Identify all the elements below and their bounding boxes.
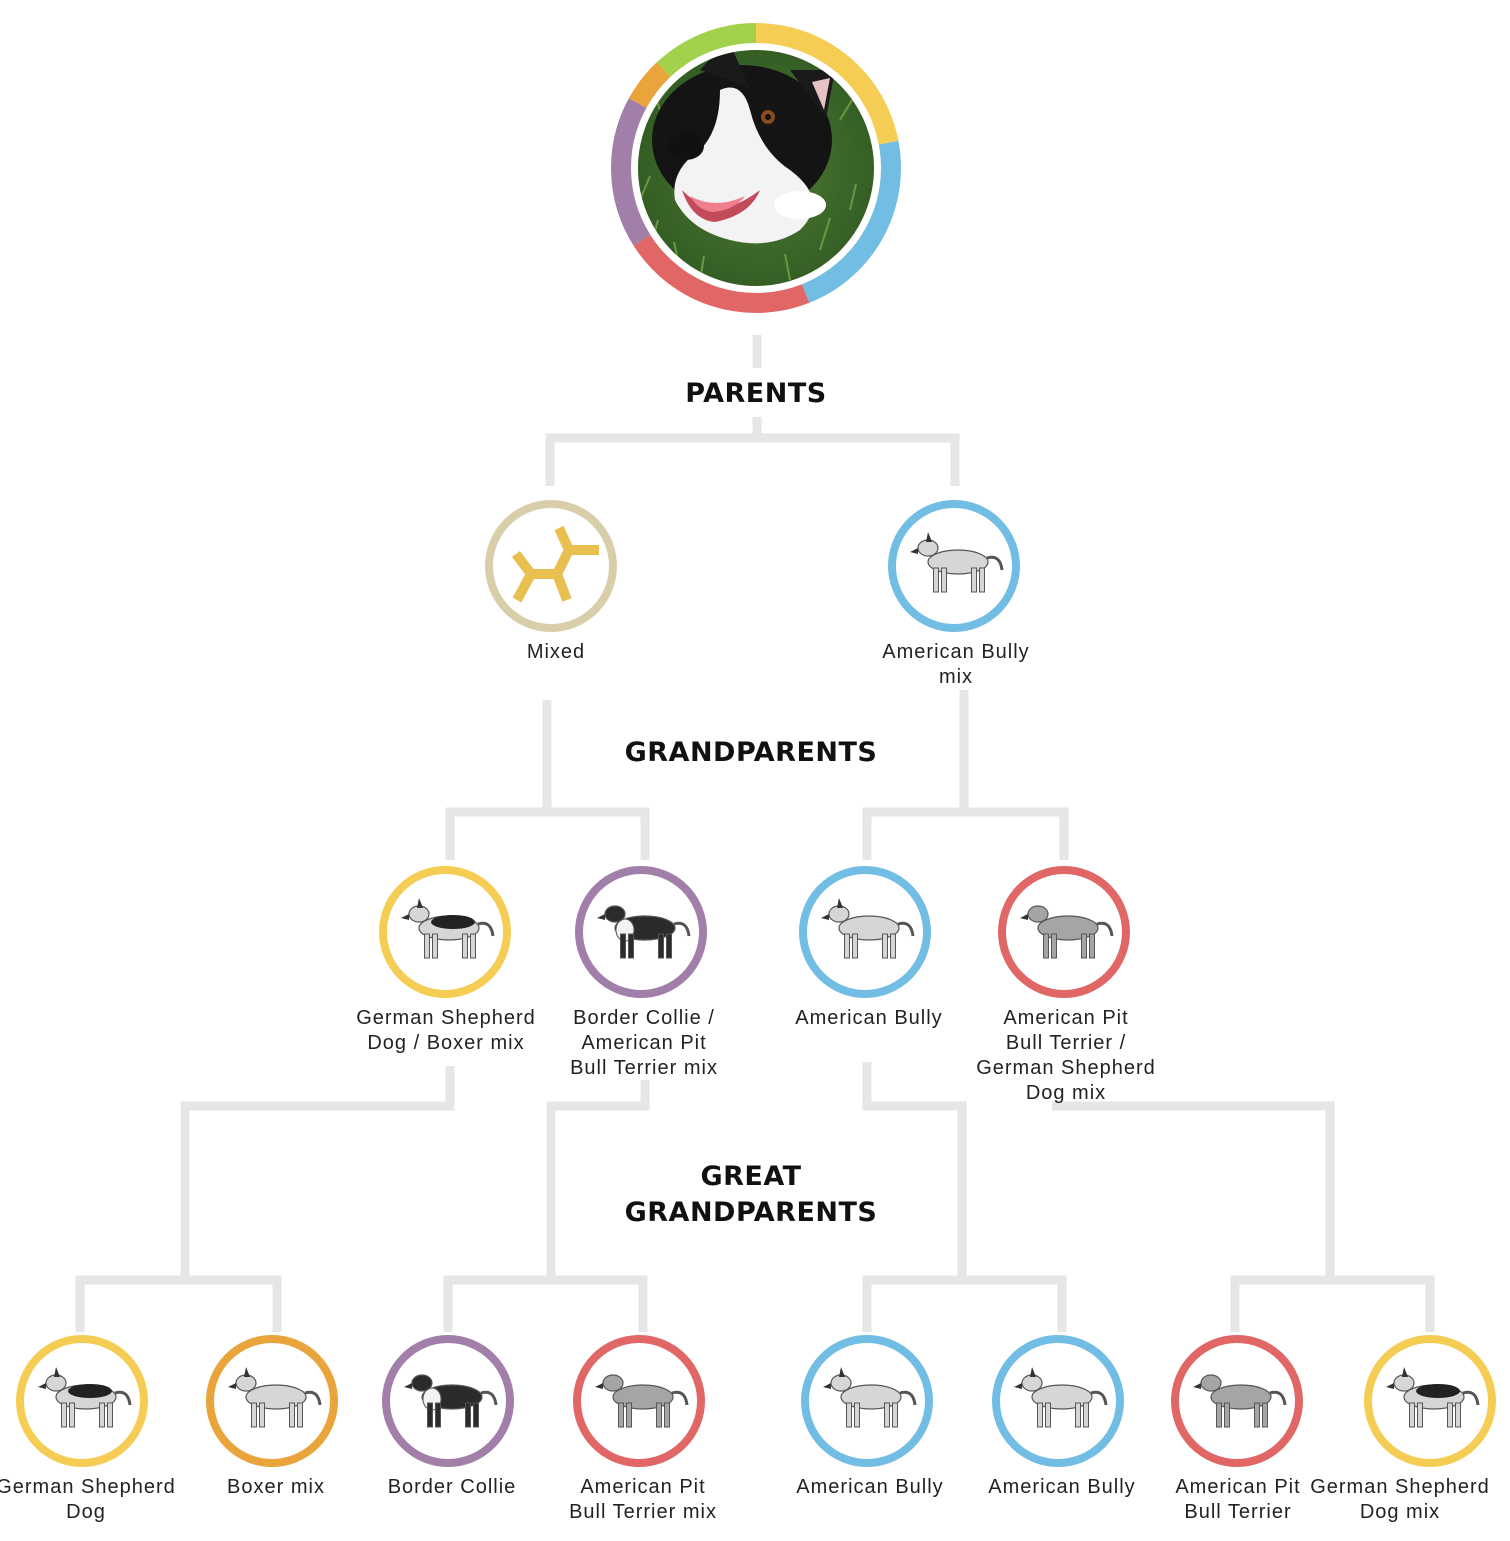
great-grandparent-node-3: [382, 1335, 514, 1467]
great-grandparent-8-label: German Shepherd Dog mix: [1310, 1476, 1490, 1523]
grandparent-2-label: Border Collie / American Pit Bull Terrie…: [570, 1007, 718, 1079]
pit-bull-icon: [1020, 905, 1114, 959]
great-grandparent-node-6: [992, 1335, 1124, 1467]
american-bully-icon: [821, 898, 915, 959]
dog-photo-icon: [638, 50, 874, 286]
grandparents-heading-text: GRANDPARENTS: [624, 737, 878, 768]
parents-heading: PARENTS: [556, 376, 956, 412]
ring-segment-2: [801, 140, 901, 303]
grandparent-4-label: American Pit Bull Terrier / German Sheph…: [976, 1007, 1156, 1104]
ring-segment-3: [633, 234, 810, 313]
great-grandparent-5-label: American Bully: [796, 1476, 944, 1498]
great-grandparent-node-1: [16, 1335, 148, 1467]
pit-bull-icon: [1193, 1374, 1287, 1428]
connector-bully-grandparents: [862, 690, 1069, 860]
great-grandparent-node-8: [1364, 1335, 1496, 1467]
great-grandparents-heading: GREAT GRANDPARENTS: [551, 1159, 951, 1231]
great-grandparent-4-label: American Pit Bull Terrier mix: [569, 1476, 717, 1523]
grandparent-node-4: [998, 866, 1130, 998]
ring-segment-6: [656, 23, 757, 78]
great-grandparent-1-label: German Shepherd Dog: [0, 1476, 176, 1523]
border-collie-icon: [597, 905, 691, 959]
great-grandparents-heading-line1: GREAT: [700, 1161, 802, 1192]
boxer-icon: [228, 1367, 322, 1428]
great-grandparent-node-7: [1171, 1335, 1303, 1467]
parent-node-1: [485, 500, 617, 632]
mixed-breed-icon: [512, 525, 599, 603]
parent-node-2: [888, 500, 1020, 632]
german-shepherd-icon: [401, 898, 495, 959]
great-grandparent-7-label: American Pit Bull Terrier: [1175, 1476, 1301, 1523]
connector-parents-bar: [545, 417, 960, 486]
border-collie-icon: [404, 1374, 498, 1428]
german-shepherd-icon: [1386, 1367, 1480, 1428]
great-grandparent-6-label: American Bully: [988, 1476, 1136, 1498]
connector-gp1-ggp: [75, 1066, 455, 1332]
american-bully-icon: [910, 532, 1004, 593]
great-grandparents-heading-line2: GRANDPARENTS: [624, 1197, 878, 1228]
great-grandparent-node-4: [573, 1335, 705, 1467]
ring-segment-1: [755, 23, 899, 145]
great-grandparent-3-label: Border Collie: [387, 1476, 517, 1498]
parent-1-label: Mixed: [526, 641, 586, 663]
grandparent-3-label: American Bully: [795, 1007, 943, 1029]
german-shepherd-icon: [38, 1367, 132, 1428]
grandparent-1-label: German Shepherd Dog / Boxer mix: [356, 1007, 536, 1054]
grandparent-node-2: [575, 866, 707, 998]
parents-heading-text: PARENTS: [685, 378, 827, 409]
american-bully-icon: [1014, 1367, 1108, 1428]
grandparent-node-1: [379, 866, 511, 998]
connector-gp4-ggp: [1052, 1101, 1435, 1332]
breed-composition-ring: [611, 23, 901, 313]
connector-gp3-ggp: [862, 1062, 1067, 1332]
grandparent-node-3: [799, 866, 931, 998]
great-grandparent-2-label: Boxer mix: [227, 1476, 325, 1498]
pit-bull-icon: [595, 1374, 689, 1428]
connector-mixed-grandparents: [445, 700, 650, 860]
tree-connectors: [75, 335, 1435, 1332]
parent-2-label: American Bully mix: [882, 641, 1030, 688]
ring-segment-5: [628, 62, 671, 109]
great-grandparent-node-5: [801, 1335, 933, 1467]
grandparents-heading: GRANDPARENTS: [551, 735, 951, 771]
connector-gp2-ggp: [443, 1080, 650, 1332]
ring-segment-4: [611, 98, 651, 246]
great-grandparent-node-2: [206, 1335, 338, 1467]
dog-profile: [611, 23, 901, 313]
american-bully-icon: [823, 1367, 917, 1428]
